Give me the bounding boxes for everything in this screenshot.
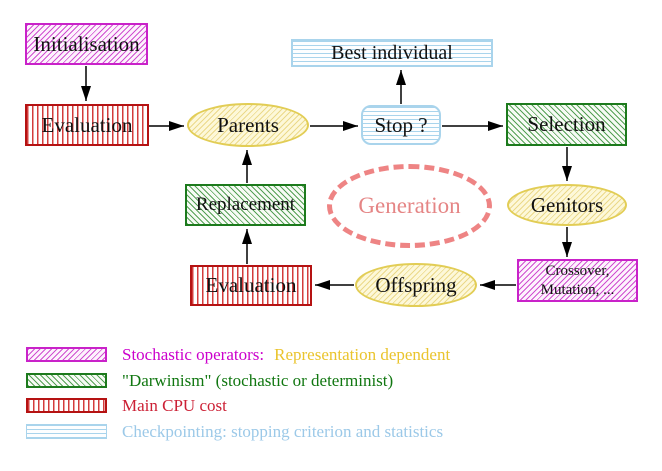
legend-row-darwinism: "Darwinism" (stochastic or determinist) (26, 371, 393, 390)
legend-label-main-cpu-cost: Main CPU cost (122, 395, 227, 415)
node-crossover-mutation: Crossover, Mutation, ... (517, 259, 638, 302)
legend-swatch-main-cpu-cost (26, 398, 107, 413)
node-genitors: Genitors (507, 184, 627, 226)
crossover-line2: Mutation, ... (540, 281, 615, 298)
node-stop-question: Stop ? (361, 105, 441, 145)
legend-label-darwinism: "Darwinism" (stochastic or determinist) (122, 370, 394, 390)
legend-label-representation-dependent: Representation dependent (274, 344, 451, 364)
legend-swatch-stochastic-operators (26, 347, 107, 362)
node-selection: Selection (506, 103, 627, 146)
node-best-individual: Best individual (291, 39, 493, 67)
node-initialisation: Initialisation (25, 23, 148, 65)
generation-cycle-label: Generation (327, 164, 492, 248)
legend-row-main-cpu-cost: Main CPU cost (26, 396, 227, 415)
node-evaluation-top: Evaluation (25, 104, 149, 146)
legend-row-checkpointing: Checkpointing: stopping criterion and st… (26, 422, 443, 441)
legend-label-checkpointing: Checkpointing: stopping criterion and st… (122, 421, 444, 441)
node-replacement: Replacement (185, 184, 306, 226)
legend-swatch-checkpointing (26, 424, 107, 439)
legend-swatch-darwinism (26, 373, 107, 388)
node-offspring: Offspring (355, 263, 477, 307)
legend-label-stochastic-operators: Stochastic operators: (122, 344, 265, 364)
crossover-line1: Crossover, (545, 262, 610, 279)
legend-row-stochastic-operators: Stochastic operators: Representation dep… (26, 345, 450, 364)
node-evaluation-bottom: Evaluation (190, 265, 312, 306)
node-parents: Parents (187, 103, 309, 147)
